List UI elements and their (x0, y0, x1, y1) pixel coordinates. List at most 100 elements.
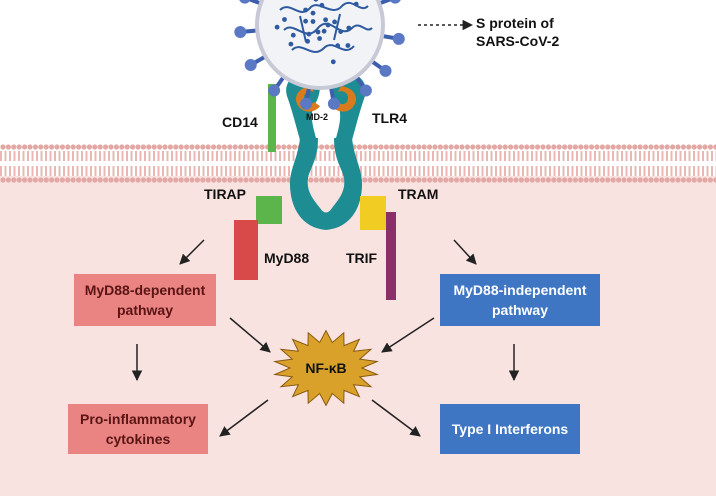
lipid-head (518, 144, 525, 150)
lipid-head (308, 177, 314, 183)
lipid-head (22, 177, 28, 183)
interferons-label: Type I Interferons (451, 421, 569, 437)
lipid-head (589, 144, 595, 150)
lipid-head (389, 177, 395, 183)
lipid-head (227, 144, 233, 150)
arrow-tram-to-independent-pathway (453, 239, 477, 265)
arrow-tirap-to-myd88-pathway (179, 239, 205, 265)
rna-bead (317, 36, 322, 41)
lipid-head (486, 177, 492, 183)
myd88-independent-pathway-box: MyD88-independent pathway (440, 274, 600, 326)
lipid-head (562, 144, 568, 150)
lipid-head (5, 177, 11, 183)
arrow-nfkb-to-interferons (371, 399, 421, 437)
lipid-head (76, 177, 82, 183)
lipid-head (556, 177, 562, 183)
lipid-head (464, 177, 470, 183)
trif-block (386, 212, 396, 300)
lipid-head (49, 177, 55, 183)
lipid-head (319, 177, 325, 183)
lipid-head (11, 177, 17, 183)
cell-membrane (0, 144, 716, 183)
lipid-head (443, 144, 449, 150)
lipid-head (65, 144, 71, 150)
lipid-head (367, 144, 373, 150)
lipid-head (227, 177, 233, 183)
rna-bead (310, 19, 316, 24)
spike-head (392, 32, 405, 45)
lipid-head (508, 144, 514, 150)
lipid-head (497, 177, 503, 183)
lipid-head (146, 177, 152, 183)
lipid-head (59, 144, 65, 150)
rna-bead (288, 41, 294, 47)
lipid-head (707, 177, 714, 183)
lipid-head (529, 144, 535, 150)
lipid-head (27, 177, 33, 183)
lipid-head (373, 144, 379, 150)
nfkb-label: NF-κB (305, 360, 347, 376)
lipid-head (178, 177, 184, 183)
tram-block (360, 196, 386, 230)
lipid-head (475, 177, 481, 183)
lipid-head (356, 144, 362, 150)
myd88-independent-line1: MyD88-independent (453, 282, 587, 298)
lipid-head (130, 177, 136, 183)
myd88-dependent-line2: pathway (116, 302, 173, 318)
lipid-head (686, 177, 692, 183)
lipid-head (292, 144, 298, 150)
lipid-head (454, 144, 460, 150)
lipid-head (691, 144, 697, 150)
rna-bead (335, 43, 341, 49)
lipid-head (437, 177, 443, 183)
lipid-head (194, 177, 200, 183)
lipid-head (459, 144, 465, 150)
lipid-head (76, 144, 82, 150)
s-protein-label: S protein of SARS-CoV-2 (476, 14, 559, 50)
lipid-head (151, 144, 157, 150)
lipid-head (508, 177, 514, 183)
lipid-head (157, 177, 163, 183)
lipid-head (324, 177, 330, 183)
lipid-head (400, 177, 406, 183)
lipid-head (621, 177, 627, 183)
lipid-head (248, 144, 254, 150)
arrow-nfkb-to-cytokines (219, 399, 269, 437)
lipid-head (605, 144, 611, 150)
lipid-head (362, 177, 368, 183)
lipid-head (16, 177, 22, 183)
lipid-head (151, 177, 157, 183)
lipid-head (216, 177, 222, 183)
lipid-head (621, 144, 627, 150)
lipid-head (416, 144, 422, 150)
lipid-head (459, 177, 465, 183)
lipid-head (97, 177, 103, 183)
lipid-head (394, 144, 400, 150)
lipid-head (599, 177, 606, 183)
lipid-head (578, 177, 584, 183)
lipid-head (502, 177, 508, 183)
rna-bead (325, 22, 331, 28)
lipid-head (405, 144, 411, 150)
lipid-head (567, 177, 573, 183)
lipid-head (470, 177, 476, 183)
lipid-head (281, 144, 287, 150)
lipid-head (124, 177, 130, 183)
arrow-independent-to-nfkb (381, 317, 435, 353)
lipid-head (513, 144, 519, 150)
lipid-head (702, 177, 708, 183)
lipid-head (400, 144, 406, 150)
spike-head (239, 0, 251, 4)
lipid-head (583, 177, 589, 183)
lipid-head (643, 177, 649, 183)
lipid-head (286, 144, 292, 150)
lipid-head (551, 177, 557, 183)
lipid-head (702, 144, 708, 150)
lipid-head (524, 144, 530, 150)
lipid-head (421, 144, 427, 150)
lipid-head (583, 144, 589, 150)
lipid-head (481, 144, 487, 150)
lipid-head (200, 144, 206, 150)
lipid-head (680, 144, 687, 150)
